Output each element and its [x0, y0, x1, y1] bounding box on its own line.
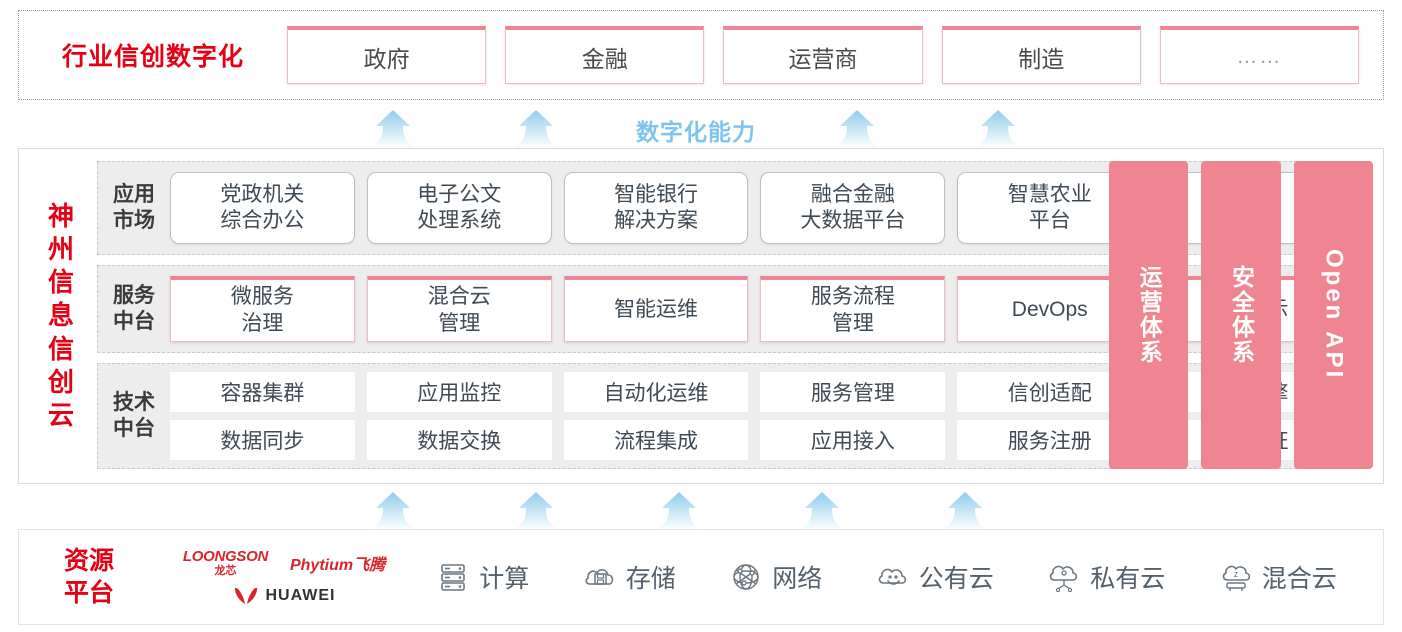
- resource-item-label: 混合云: [1261, 565, 1337, 593]
- resource-item-list: 计算 存储: [409, 559, 1383, 595]
- industry-box-more[interactable]: ……: [1159, 26, 1360, 84]
- cloud-title-char: 息: [47, 300, 74, 331]
- cloud-title-char: 神: [47, 200, 74, 231]
- resource-item-public-cloud[interactable]: 公有云: [875, 559, 994, 595]
- up-arrow-icon: [797, 492, 847, 530]
- up-arrow-icon: [973, 110, 1023, 148]
- loongson-logo-name: LOONGSON: [182, 548, 268, 565]
- industry-band: 行业信创数字化 政府 金融 运营商 制造 ……: [18, 10, 1384, 100]
- loongson-logo: LOONGSON 龙芯: [183, 549, 268, 577]
- resource-item-compute[interactable]: 计算: [435, 559, 529, 595]
- pillar-label: Open API: [1320, 249, 1348, 381]
- industry-box-telecom[interactable]: 运营商: [723, 26, 923, 84]
- band-label-application-market: 应用 市场: [113, 183, 155, 232]
- resource-item-hybrid-cloud[interactable]: z 混合云: [1218, 559, 1337, 595]
- huawei-petal-icon: [234, 587, 257, 604]
- industry-title: 行业信创数字化: [61, 43, 244, 71]
- up-arrow-icon: [832, 110, 882, 148]
- cloud-body: 应用 市场 党政机关综合办公 电子公文处理系统 智能银行解决方案 融合金融大数据…: [97, 149, 1383, 483]
- cloud-title-char: 云: [47, 400, 74, 431]
- resource-item-label: 计算: [479, 565, 530, 593]
- resource-item-network[interactable]: 网络: [728, 559, 822, 595]
- vendor-logo-list: LOONGSON 龙芯 Phytium飞腾 HUAWEI: [159, 549, 409, 605]
- band-label-tech-platform: 技术 中台: [113, 391, 155, 440]
- resource-platform-section: 资源 平台 LOONGSON 龙芯 Phytium飞腾 HUAWEI: [18, 529, 1384, 625]
- up-arrow-icon: [511, 110, 561, 148]
- up-arrow-icon: [368, 492, 418, 530]
- pillar-label: 安全体系: [1228, 265, 1255, 365]
- band-label-service-platform: 服务 中台: [113, 284, 155, 333]
- tech-box-app-monitoring[interactable]: 应用监控: [366, 372, 552, 412]
- tech-box-automated-ops[interactable]: 自动化运维: [563, 372, 749, 412]
- cloud-title-char: 州: [47, 233, 74, 264]
- industry-box-list: 政府 金融 运营商 制造 ……: [287, 11, 1383, 99]
- app-box-finance-bigdata[interactable]: 融合金融大数据平台: [760, 172, 946, 244]
- industry-box-finance[interactable]: 金融: [505, 26, 705, 84]
- svc-box-service-process-mgmt[interactable]: 服务流程管理: [760, 276, 946, 342]
- app-box-smart-bank[interactable]: 智能银行解决方案: [563, 172, 749, 244]
- vendor-row-2: HUAWEI: [233, 587, 336, 605]
- phytium-logo: Phytium飞腾: [289, 557, 386, 574]
- svg-text:z: z: [1233, 569, 1238, 579]
- tech-box-data-sync[interactable]: 数据同步: [170, 420, 355, 460]
- pillar-security-system[interactable]: 安全体系: [1201, 161, 1281, 469]
- svc-box-microservice-governance[interactable]: 微服务治理: [170, 276, 355, 342]
- cloud-section-title: 神 州 信 息 信 创 云: [19, 149, 97, 483]
- public-cloud-icon: [878, 568, 906, 585]
- pillar-operations-system[interactable]: 运营体系: [1109, 161, 1189, 469]
- tech-box-container-cluster[interactable]: 容器集群: [170, 372, 355, 412]
- pillar-list: 运营体系 安全体系 Open API: [1109, 161, 1373, 469]
- up-arrow-icon: [511, 492, 561, 530]
- cloud-storage-icon: [585, 569, 613, 585]
- resource-item-label: 存储: [625, 565, 676, 593]
- resource-item-label: 私有云: [1090, 565, 1166, 593]
- tech-box-data-exchange[interactable]: 数据交换: [366, 420, 552, 460]
- arrow-strip-bottom: [0, 489, 1402, 531]
- up-arrow-icon: [654, 492, 704, 530]
- pillar-open-api[interactable]: Open API: [1293, 161, 1373, 469]
- network-mesh-icon: [733, 564, 759, 590]
- cloud-title-char: 信: [47, 333, 74, 364]
- app-box-govt-office[interactable]: 党政机关综合办公: [170, 172, 355, 244]
- up-arrow-icon: [940, 492, 990, 530]
- industry-box-manufacturing[interactable]: 制造: [941, 26, 1141, 84]
- huawei-logo-name: HUAWEI: [265, 587, 336, 604]
- pillar-label: 运营体系: [1136, 265, 1163, 365]
- resource-item-storage[interactable]: 存储: [582, 559, 676, 595]
- industry-box-government[interactable]: 政府: [287, 26, 487, 84]
- tech-box-service-mgmt[interactable]: 服务管理: [760, 372, 946, 412]
- capability-label: 数字化能力: [636, 119, 756, 145]
- cloud-section: 神 州 信 息 信 创 云 应用 市场 党政机关综合办公 电子公文处: [18, 148, 1384, 484]
- loongson-logo-sub: 龙芯: [214, 565, 237, 577]
- resource-item-label: 网络: [772, 565, 823, 593]
- app-box-edoc-system[interactable]: 电子公文处理系统: [366, 172, 552, 244]
- tech-box-process-integration[interactable]: 流程集成: [563, 420, 749, 460]
- svc-box-hybrid-cloud-mgmt[interactable]: 混合云管理: [366, 276, 552, 342]
- hybrid-cloud-icon: z: [1222, 565, 1250, 591]
- server-icon: [441, 564, 466, 591]
- vendor-row-1: LOONGSON 龙芯 Phytium飞腾: [183, 549, 385, 577]
- cloud-title-char: 信: [47, 267, 74, 298]
- resource-item-label: 公有云: [918, 565, 994, 593]
- resource-item-private-cloud[interactable]: 私有云: [1046, 559, 1165, 595]
- cloud-title-char: 创: [47, 366, 74, 397]
- private-cloud-icon: [1049, 565, 1078, 593]
- up-arrow-icon: [368, 110, 418, 148]
- huawei-logo: HUAWEI: [233, 587, 336, 605]
- svc-box-intelligent-ops[interactable]: 智能运维: [563, 276, 749, 342]
- resource-platform-title: 资源 平台: [63, 546, 114, 608]
- tech-box-app-access[interactable]: 应用接入: [760, 420, 946, 460]
